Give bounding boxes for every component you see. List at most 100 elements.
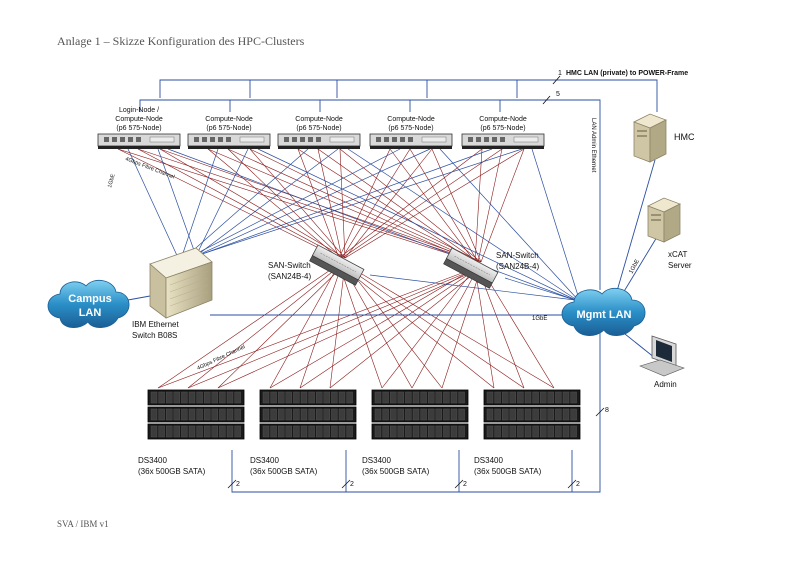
gbe-link-15	[369, 274, 576, 301]
fc-link-22	[344, 148, 433, 259]
campus-lan-label-1: Campus	[68, 293, 111, 305]
fc-link-31	[157, 267, 476, 389]
mgmt-lan-label: Mgmt LAN	[577, 309, 632, 321]
fc-link-9	[227, 148, 479, 263]
fc-link-20	[341, 148, 411, 259]
fc-link-18	[338, 148, 391, 259]
campus-lan-cloud: Campus LAN	[47, 279, 130, 328]
compute-nodes: Login-Node /Compute-Node(p6 575-Node)Com…	[97, 107, 545, 149]
fc-link-34	[217, 263, 346, 389]
ds3400-array-3: DS3400 (36x 500GB SATA)	[362, 389, 469, 476]
san-switch-2	[443, 247, 499, 289]
ethernet-switch-label: IBM Ethernet	[132, 320, 179, 329]
fc-link-35	[217, 267, 482, 389]
ds3400-4-label: DS3400	[474, 456, 503, 465]
xcat-server-icon	[647, 197, 681, 243]
fc-link-42	[338, 263, 383, 389]
storage-arrays: DS3400 (36x 500GB SATA) DS3400 (36x 500GB S…	[138, 389, 581, 476]
fc-link-40	[329, 263, 346, 389]
fc-link-21	[409, 148, 479, 263]
fc-link-4	[159, 148, 346, 259]
gbe-link-14	[531, 148, 581, 303]
compute-node-1-label-2: Compute-Node	[115, 116, 163, 123]
fc-link-1	[117, 148, 476, 263]
compute-node-1: Login-Node / Compute-Node (p6 575-Node)	[97, 107, 181, 149]
compute-node-4-label-1: Compute-Node	[387, 116, 435, 123]
campus-lan-label-2: LAN	[79, 307, 102, 319]
fc-link-43	[381, 267, 476, 389]
ds3400-1-label: DS3400	[138, 456, 167, 465]
ds3400-1-capacity: (36x 500GB SATA)	[138, 467, 206, 476]
ethernet-switch-tower	[149, 247, 213, 319]
ds3400-array-4: DS3400 (36x 500GB SATA)	[474, 389, 581, 476]
compute-node-2-label-2: (p6 575-Node)	[206, 125, 251, 132]
compute-node-5-label-1: Compute-Node	[479, 116, 527, 123]
gbe-link-5	[195, 148, 339, 257]
compute-node-3-label-2: (p6 575-Node)	[296, 125, 341, 132]
hmc-link-count: 1	[558, 70, 562, 77]
fc-link-32	[187, 263, 343, 389]
fc-link-25	[474, 148, 483, 263]
gbe-link-12	[347, 148, 581, 303]
mgmt-lan-cloud: Mgmt LAN	[561, 287, 646, 336]
page-footer: SVA / IBM v1	[57, 519, 109, 529]
ds3400-2-capacity: (36x 500GB SATA)	[250, 467, 318, 476]
compute-node-1-label-1: Login-Node /	[119, 107, 159, 114]
ds3400-3-capacity: (36x 500GB SATA)	[362, 467, 430, 476]
ds3400-4-capacity: (36x 500GB SATA)	[474, 467, 542, 476]
fc-link-29	[480, 148, 525, 263]
fc-top-label: 4Gbps Fibre Channel	[124, 156, 175, 180]
ds3400-2-label: DS3400	[250, 456, 279, 465]
ds3400-array-1: DS3400 (36x 500GB SATA)	[138, 389, 245, 476]
fc-link-13	[297, 148, 476, 263]
fc-link-24	[338, 148, 483, 259]
fc-link-45	[411, 267, 479, 389]
link-count-marks	[227, 75, 605, 489]
gbe-link-4	[179, 148, 309, 263]
fc-link-46	[344, 263, 443, 389]
gbe-link-3	[195, 148, 249, 257]
fibre-channel-links	[117, 148, 555, 389]
san-switch-2-label: SAN-Switch	[496, 251, 539, 260]
fc-link-12	[297, 148, 340, 259]
ds3400-3-label: DS3400	[362, 456, 391, 465]
fc-link-30	[157, 263, 340, 389]
fc-link-37	[269, 267, 476, 389]
gbe-link-10	[167, 148, 581, 303]
ethernet-switch-model: Switch B08S	[132, 331, 177, 340]
fc-link-50	[341, 263, 525, 389]
compute-node-2: Compute-Node (p6 575-Node)	[187, 116, 271, 149]
fc-link-11	[249, 148, 482, 263]
hmc-server-icon	[633, 113, 667, 163]
page-title: Anlage 1 – Skizze Konfiguration des HPC-…	[57, 34, 305, 48]
compute-node-4: Compute-Node (p6 575-Node)	[369, 116, 453, 149]
compute-node-5-label-2: (p6 575-Node)	[480, 125, 525, 132]
gbe-left-label: 1GbE	[107, 173, 117, 188]
gbe-link-1	[157, 148, 197, 257]
gigabit-ethernet-links	[127, 148, 581, 303]
gbe-link-0	[127, 148, 181, 263]
compute-node-4-label-2: (p6 575-Node)	[388, 125, 433, 132]
fc-link-10	[249, 148, 346, 259]
fc-link-7	[207, 148, 476, 263]
ds-link-count-2: 2	[350, 481, 354, 488]
ds-link-count-4: 2	[576, 481, 580, 488]
gbe-link-9	[195, 148, 523, 257]
ds3400-array-2: DS3400 (36x 500GB SATA)	[250, 389, 357, 476]
fc-link-27	[477, 148, 503, 263]
compute-node-1-label-3: (p6 575-Node)	[116, 125, 161, 132]
gbe-link-11	[257, 148, 581, 303]
xcat-label: xCAT	[668, 250, 688, 259]
compute-node-2-label-1: Compute-Node	[205, 116, 253, 123]
gbe-link-8	[179, 148, 493, 263]
gbe-link-2	[179, 148, 219, 263]
gbe-link-16	[504, 277, 576, 301]
fc-link-33	[187, 267, 479, 389]
fc-link-2	[137, 148, 343, 259]
san-switch-1	[309, 244, 365, 286]
fc-link-28	[344, 148, 525, 259]
gbe-link-13	[439, 148, 581, 303]
compute-node-3-label-1: Compute-Node	[295, 116, 343, 123]
admin-label: Admin	[654, 380, 677, 389]
san-switch-2-model: (SAN24B-4)	[496, 262, 539, 271]
